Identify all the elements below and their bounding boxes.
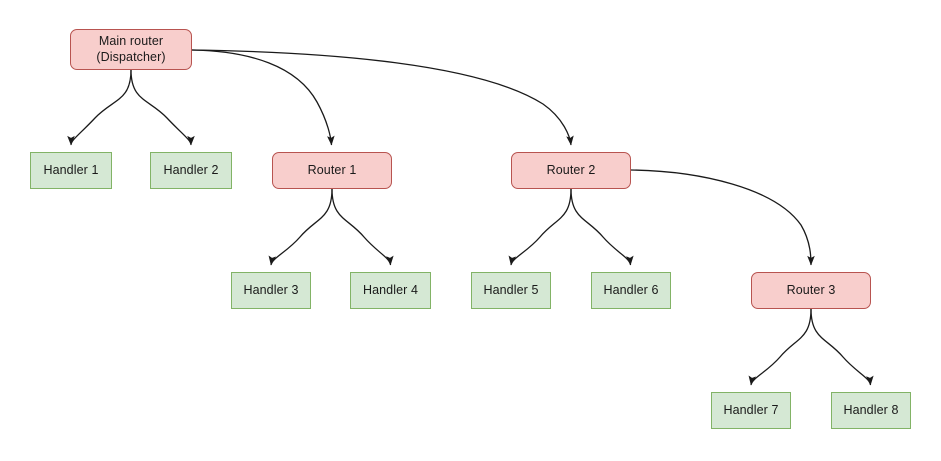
node-handler-6-label: Handler 6 (603, 282, 659, 297)
node-handler-4-label: Handler 4 (362, 282, 419, 297)
node-router-1-label: Router 1 (307, 162, 357, 177)
node-handler-7[interactable]: Handler 7 (711, 392, 791, 429)
node-handler-7-label: Handler 7 (723, 402, 779, 417)
node-handler-3-label: Handler 3 (243, 282, 299, 297)
node-handler-1[interactable]: Handler 1 (30, 152, 112, 189)
node-router-3[interactable]: Router 3 (751, 272, 871, 309)
edge-router-3-to-handler-7 (748, 308, 812, 386)
node-handler-8-label: Handler 8 (843, 402, 899, 417)
node-handler-3[interactable]: Handler 3 (231, 272, 311, 309)
edge-router-2-to-handler-5 (508, 188, 572, 266)
node-handler-5[interactable]: Handler 5 (471, 272, 551, 309)
node-handler-4[interactable]: Handler 4 (350, 272, 431, 309)
node-router-3-label: Router 3 (786, 282, 836, 297)
node-router-2-label: Router 2 (546, 162, 596, 177)
edge-router-1-to-handler-3 (268, 188, 333, 266)
node-handler-1-label: Handler 1 (43, 162, 99, 177)
edge-router-1-to-handler-4 (331, 188, 394, 266)
edge-main-to-handler-1 (67, 69, 132, 146)
node-main-router-label: Main router (Dispatcher) (96, 34, 166, 64)
node-handler-5-label: Handler 5 (483, 282, 539, 297)
node-handler-2-label: Handler 2 (163, 162, 219, 177)
node-handler-8[interactable]: Handler 8 (831, 392, 911, 429)
edge-router-3-to-handler-8 (810, 308, 874, 386)
node-main-router[interactable]: Main router (Dispatcher) (70, 29, 192, 70)
edge-main-to-router-2 (191, 49, 574, 146)
node-router-1[interactable]: Router 1 (272, 152, 392, 189)
edge-router-2-to-router-3 (630, 169, 815, 266)
node-handler-2[interactable]: Handler 2 (150, 152, 232, 189)
edge-main-to-router-1 (191, 49, 335, 146)
node-handler-6[interactable]: Handler 6 (591, 272, 671, 309)
node-router-2[interactable]: Router 2 (511, 152, 631, 189)
edge-router-2-to-handler-6 (570, 188, 634, 266)
edge-main-to-handler-2 (130, 69, 195, 146)
